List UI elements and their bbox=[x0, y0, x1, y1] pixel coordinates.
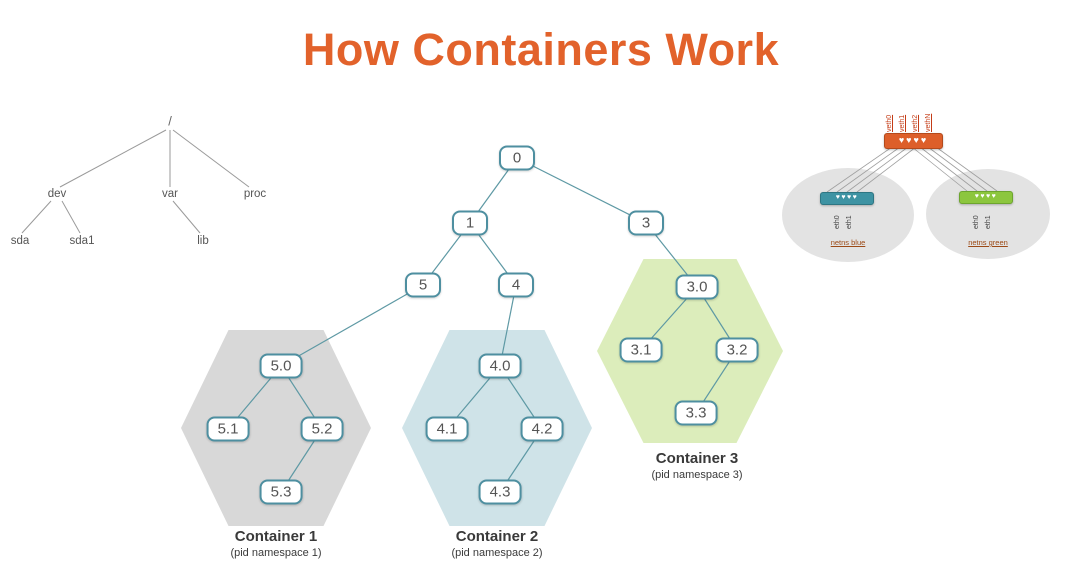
netns-blue-bar: ♥♥♥♥ bbox=[820, 192, 874, 205]
netns-blue-eth1-label: eth1 bbox=[846, 215, 853, 229]
netns-blue-ellipse bbox=[782, 168, 914, 262]
container-1-subtitle: (pid namespace 1) bbox=[230, 547, 322, 559]
process-node-5-0: 5.0 bbox=[259, 353, 303, 379]
process-node-3-3: 3.3 bbox=[674, 400, 718, 426]
container-2-caption: Container 2 (pid namespace 2) bbox=[451, 528, 542, 559]
netns-blue-port-icons: ♥♥♥♥ bbox=[835, 194, 859, 201]
netns-green-label: netns green bbox=[968, 238, 1008, 247]
bridge-bar: ♥♥♥♥ bbox=[884, 133, 943, 149]
veth1-label: veth1 bbox=[899, 114, 906, 132]
filesystem-tree-edges bbox=[21, 129, 250, 234]
fs-node-root: / bbox=[168, 113, 172, 129]
fs-node-sda: sda bbox=[10, 235, 30, 247]
fs-node-dev: dev bbox=[47, 188, 67, 200]
process-node-3-1: 3.1 bbox=[619, 337, 663, 363]
container-1-hexagon bbox=[181, 330, 371, 526]
process-node-4-1: 4.1 bbox=[425, 416, 469, 442]
netns-green-bar: ♥♥♥♥ bbox=[959, 191, 1013, 204]
fs-node-proc: proc bbox=[243, 188, 267, 200]
process-node-4-2: 4.2 bbox=[520, 416, 564, 442]
netns-green-port-icons: ♥♥♥♥ bbox=[974, 193, 998, 200]
process-node-3: 3 bbox=[628, 210, 664, 236]
container-3-subtitle: (pid namespace 3) bbox=[651, 469, 743, 481]
process-node-3-2: 3.2 bbox=[715, 337, 759, 363]
container-1-name: Container 1 bbox=[234, 528, 318, 545]
container-2-subtitle: (pid namespace 2) bbox=[451, 547, 543, 559]
netns-blue-eth0-label: eth0 bbox=[834, 215, 841, 229]
container-2-hexagon bbox=[402, 330, 592, 526]
container-3-hexagon bbox=[597, 259, 783, 443]
container-1-caption: Container 1 (pid namespace 1) bbox=[230, 528, 321, 559]
container-2-name: Container 2 bbox=[455, 528, 539, 545]
netns-green-ellipse bbox=[926, 169, 1050, 259]
page-title: How Containers Work bbox=[302, 24, 780, 75]
process-node-5: 5 bbox=[405, 272, 441, 298]
process-node-4-0: 4.0 bbox=[478, 353, 522, 379]
veth2-label: veth2 bbox=[912, 114, 919, 132]
process-node-0: 0 bbox=[499, 145, 535, 171]
netns-green-eth1-label: eth1 bbox=[985, 215, 992, 229]
process-node-4: 4 bbox=[498, 272, 534, 298]
fs-node-sda1: sda1 bbox=[69, 235, 95, 247]
process-node-5-3: 5.3 bbox=[259, 479, 303, 505]
process-node-5-2: 5.2 bbox=[300, 416, 344, 442]
netns-blue-label: netns blue bbox=[830, 238, 866, 247]
process-node-3-0: 3.0 bbox=[675, 274, 719, 300]
process-node-5-1: 5.1 bbox=[206, 416, 250, 442]
container-3-name: Container 3 bbox=[655, 450, 739, 467]
veth0-label: veth0 bbox=[886, 114, 893, 132]
bridge-port-icons: ♥♥♥♥ bbox=[898, 135, 929, 145]
process-node-1: 1 bbox=[452, 210, 488, 236]
container-3-caption: Container 3 (pid namespace 3) bbox=[651, 450, 742, 481]
vethN-label: vethN bbox=[925, 113, 932, 132]
fs-node-var: var bbox=[162, 188, 178, 200]
bridge-connection-lines bbox=[826, 146, 998, 193]
fs-node-lib: lib bbox=[197, 235, 209, 247]
process-node-4-3: 4.3 bbox=[478, 479, 522, 505]
netns-green-eth0-label: eth0 bbox=[973, 215, 980, 229]
